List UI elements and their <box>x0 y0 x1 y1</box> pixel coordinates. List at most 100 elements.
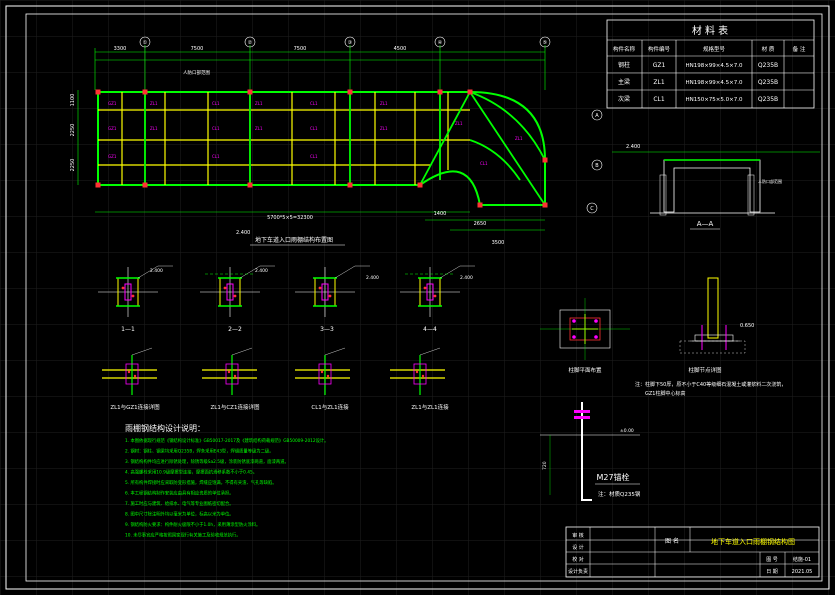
svg-text:CL1: CL1 <box>310 101 318 106</box>
svg-text:CL1: CL1 <box>212 101 220 106</box>
section-elev-3: 2.400 <box>366 275 379 281</box>
title-block-label: 日 期 <box>766 569 778 575</box>
notes-line: 7. 施工时应与建筑、给排水、电气等专业图纸密切配合。 <box>125 500 234 507</box>
plan-dim-top-3: 7500 <box>294 46 307 52</box>
column-base-note: 注：柱脚下50厚，原不小于C40等级细石混凝土或灌浆料二次浇筑， GZ1柱脚中心标… <box>635 381 786 397</box>
title-block-value: 2021.05 <box>792 569 813 575</box>
title-block-drawing-name: 地下车道入口雨棚钢结构图 <box>711 537 795 546</box>
material-table-title: 材 料 表 <box>692 24 728 37</box>
connection-detail-elevation <box>202 347 257 395</box>
svg-text:GZ1: GZ1 <box>108 101 117 106</box>
title-block-label: 校 对 <box>572 556 584 563</box>
section-elev-1: 2.400 <box>150 268 163 274</box>
plan-column-marker <box>247 89 253 95</box>
svg-text:CL1: CL1 <box>310 126 318 131</box>
svg-text:720: 720 <box>542 461 548 470</box>
material-table-header-note: 备 注 <box>793 45 806 53</box>
notes-line: 1. 本图依据现行规范《钢结构设计标准》GB50017-2017及《建筑结构荷载… <box>125 437 329 444</box>
section-title-4: 4—4 <box>423 326 437 333</box>
section-title-2: 2—2 <box>228 326 242 333</box>
plan-label-top: 人防口部范围 <box>183 69 210 76</box>
material-table-cell: HN198×99×4.5×7.0 <box>685 80 743 86</box>
plan-column-marker <box>95 182 101 188</box>
svg-text:±0.00: ±0.00 <box>620 428 634 434</box>
column-base-note-line: GZ1柱脚中心标高 <box>645 390 685 397</box>
title-block-label: 审 核 <box>572 532 584 539</box>
drawing-inner-frame <box>25 13 823 582</box>
section-aa: 2.400 人防口部范围 A—A <box>612 144 820 230</box>
material-table-header-spec: 规格型号 <box>703 45 726 53</box>
plan-column-marker <box>95 89 101 95</box>
title-block: 审 核设 计校 对 图 号 结施-01 设计负责 日 期 2021.05 <box>565 526 820 578</box>
svg-text:ZL1: ZL1 <box>150 126 158 131</box>
material-table-cell: CL1 <box>653 96 665 103</box>
plan-arc-dim-1: 2650 <box>474 221 487 227</box>
notes-line: 8. 图中尺寸除注明外均以毫米为单位，标高以米为单位。 <box>125 511 234 518</box>
column-base-plan-title: 柱脚平面布置 <box>568 366 602 374</box>
column-base-node <box>679 277 746 354</box>
title-block-label: 设计负责 <box>568 568 588 575</box>
notes-line: 2. 钢材：钢柱、钢梁均采用Q235B，焊条采用E43型，焊缝质量等级为二级。 <box>125 448 274 455</box>
connection-detail-drawing <box>400 265 475 317</box>
connection-detail-drawing <box>98 265 173 317</box>
svg-text:CL1: CL1 <box>212 126 220 131</box>
notes-line: 5. 所有构件焊接时应采取防变形措施，焊缝应饱满，不得有夹渣、气孔等缺陷。 <box>125 479 277 486</box>
plan-column-marker <box>417 182 423 188</box>
svg-text:ZL1: ZL1 <box>255 101 263 106</box>
svg-text:CL1: CL1 <box>310 154 318 159</box>
notes-line: 4. 高强螺栓采用10.9级摩擦型连接，摩擦面抗滑移系数不小于0.45。 <box>125 469 257 476</box>
section-aa-elev: 2.400 <box>626 144 640 150</box>
notes-line: 3. 钢结构构件均应进行除锈处理，除锈等级Sa2.5级，涂装防锈底漆两道，面漆两… <box>125 458 289 465</box>
material-table-cell: 钢柱 <box>618 61 630 69</box>
material-table-cell: Q235B <box>758 79 778 86</box>
plan-dim-left-3: 2250 <box>70 159 76 172</box>
title-block-label: 设 计 <box>572 544 584 551</box>
column-base-node-elev: 0.650 <box>740 323 754 329</box>
plan-column-marker <box>347 89 353 95</box>
drawing-frame <box>5 5 830 590</box>
connection-detail-elevation <box>102 347 157 395</box>
plan-arc-dim-3: 1400 <box>434 211 447 217</box>
material-table-cell: Q235B <box>758 62 778 69</box>
material-table-cell: ZL1 <box>653 79 664 86</box>
column-base-plan <box>540 298 630 360</box>
material-table-cell: Q235B <box>758 96 778 103</box>
plan-elev: 2.400 <box>236 230 250 236</box>
plan-dim-bottom: 5700*5×5=32300 <box>267 215 313 221</box>
section-aa-title: A—A <box>697 220 714 228</box>
section-elev-4: 2.400 <box>460 275 473 281</box>
title-block-value: 结施-01 <box>793 556 811 563</box>
svg-text:CL1: CL1 <box>480 161 488 166</box>
section-elev-2: 2.400 <box>255 268 268 274</box>
connection-detail-elevation <box>390 347 445 395</box>
notes-line: 6. 本工程钢结构制作安装应由具有相应资质的单位承担。 <box>125 490 234 497</box>
plan-dim-left-1: 1100 <box>70 94 76 107</box>
axis-bubble-b: B <box>595 163 599 169</box>
detail-title-3: CL1与ZL1连接 <box>311 403 349 411</box>
svg-text:ZL1: ZL1 <box>380 101 388 106</box>
connection-detail-drawing <box>200 265 275 317</box>
svg-text:GZ1: GZ1 <box>108 154 117 159</box>
axis-bubble-2: ② <box>248 40 253 46</box>
notes-line: 9. 钢结构防火要求：构件耐火极限不小于1.0h，采用薄涂型防火涂料。 <box>125 521 260 528</box>
plan-column-marker <box>542 157 548 163</box>
material-table-cell: HN150×75×5.0×7.0 <box>685 97 743 103</box>
plan-arc-dim-2: 3500 <box>492 240 505 246</box>
svg-text:CL1: CL1 <box>212 154 220 159</box>
column-base-node-title: 柱脚节点详图 <box>688 366 722 374</box>
plan-view: 3300 7500 7500 4500 ① ② ③ ④ ⑤ 1100 2250 … <box>70 36 603 246</box>
section-title-1: 1—1 <box>121 326 135 333</box>
plan-column-marker <box>467 89 473 95</box>
material-table-cell: HN198×99×4.5×7.0 <box>685 63 743 69</box>
column-base-note-line: 注：柱脚下50厚，原不小于C40等级细石混凝土或灌浆料二次浇筑， <box>635 381 786 388</box>
plan-column-marker <box>347 182 353 188</box>
plan-column-marker <box>142 89 148 95</box>
detail-title-4: ZL1与ZL1连接 <box>411 403 449 411</box>
notes-line: 10. 未尽事宜应严格按照国家现行有关施工及验收规范执行。 <box>125 532 241 539</box>
axis-bubble-c: C <box>590 206 594 212</box>
plan-dim-top-2: 7500 <box>191 46 204 52</box>
title-block-label: 图 号 <box>766 557 778 563</box>
material-table-cell: GZ1 <box>653 62 666 69</box>
plan-column-marker <box>247 182 253 188</box>
